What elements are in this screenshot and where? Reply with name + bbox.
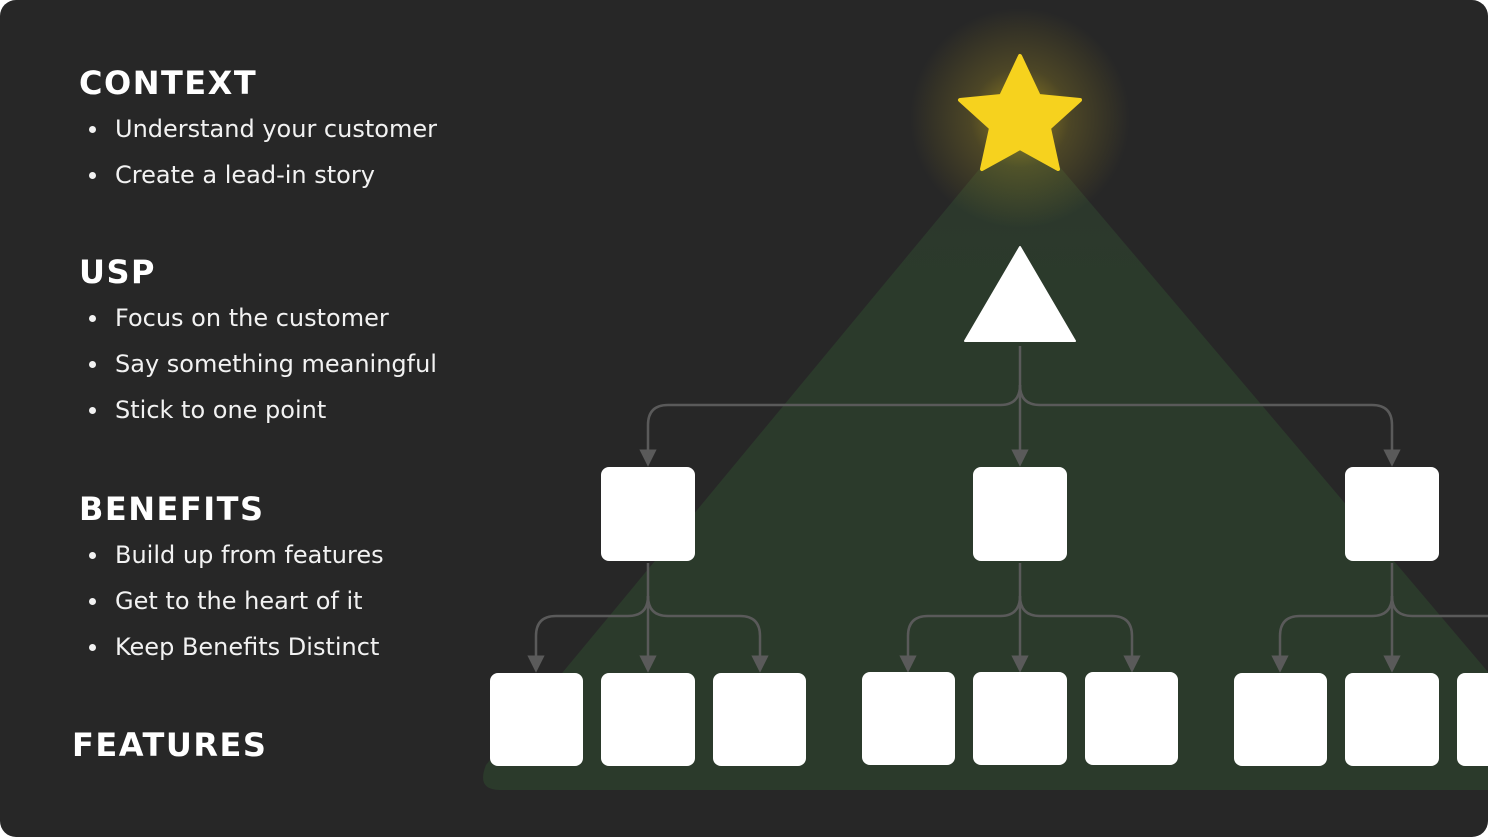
section-benefits: BENEFITS Build up from features Get to t…: [79, 490, 384, 670]
list-item: Say something meaningful: [79, 341, 437, 387]
section-title-features: FEATURES: [72, 726, 268, 764]
feature-node-8: [1345, 673, 1439, 766]
list-item-text: Say something meaningful: [115, 350, 437, 378]
list-item: Create a lead-in story: [79, 152, 437, 198]
section-title-benefits: BENEFITS: [79, 490, 265, 528]
list-item: Keep Benefits Distinct: [79, 624, 384, 670]
list-item: Stick to one point: [79, 387, 437, 433]
bullet-icon: [89, 407, 96, 414]
benefit-node-1: [601, 467, 695, 561]
benefits-list: Build up from features Get to the heart …: [79, 532, 384, 670]
list-item: Get to the heart of it: [79, 578, 384, 624]
bullet-icon: [89, 552, 96, 559]
feature-node-9: [1457, 673, 1488, 766]
list-item-text: Get to the heart of it: [115, 587, 363, 615]
bullet-icon: [89, 644, 96, 651]
section-context: CONTEXT Understand your customer Create …: [79, 64, 437, 198]
list-item-text: Focus on the customer: [115, 304, 389, 332]
section-title-context: CONTEXT: [79, 64, 258, 102]
list-item-text: Create a lead-in story: [115, 161, 375, 189]
benefit-node-3: [1345, 467, 1439, 561]
feature-node-6: [1085, 672, 1178, 765]
connectors-level-1: [639, 346, 1401, 467]
triangle-icon: [964, 246, 1076, 342]
star-icon: [958, 54, 1082, 171]
connectors-level-2: [527, 563, 1488, 673]
bullet-icon: [89, 126, 96, 133]
list-item-text: Stick to one point: [115, 396, 327, 424]
section-features: FEATURES: [72, 726, 267, 764]
feature-node-3: [713, 673, 806, 766]
usp-list: Focus on the customer Say something mean…: [79, 295, 437, 433]
benefit-node-2: [973, 467, 1067, 561]
bullet-icon: [89, 315, 96, 322]
list-item-text: Build up from features: [115, 541, 384, 569]
list-item: Build up from features: [79, 532, 384, 578]
feature-node-7: [1234, 673, 1327, 766]
section-title-usp: USP: [79, 253, 156, 291]
list-item: Focus on the customer: [79, 295, 437, 341]
light-cone: [483, 120, 1488, 790]
context-list: Understand your customer Create a lead-i…: [79, 106, 437, 198]
feature-node-2: [601, 673, 695, 766]
list-item-text: Understand your customer: [115, 115, 437, 143]
section-usp: USP Focus on the customer Say something …: [79, 253, 437, 433]
feature-node-1: [490, 673, 583, 766]
list-item: Understand your customer: [79, 106, 437, 152]
bullet-icon: [89, 598, 96, 605]
feature-node-4: [862, 672, 955, 765]
feature-node-5: [973, 672, 1067, 765]
list-item-text: Keep Benefits Distinct: [115, 633, 380, 661]
bullet-icon: [89, 361, 96, 368]
bullet-icon: [89, 172, 96, 179]
